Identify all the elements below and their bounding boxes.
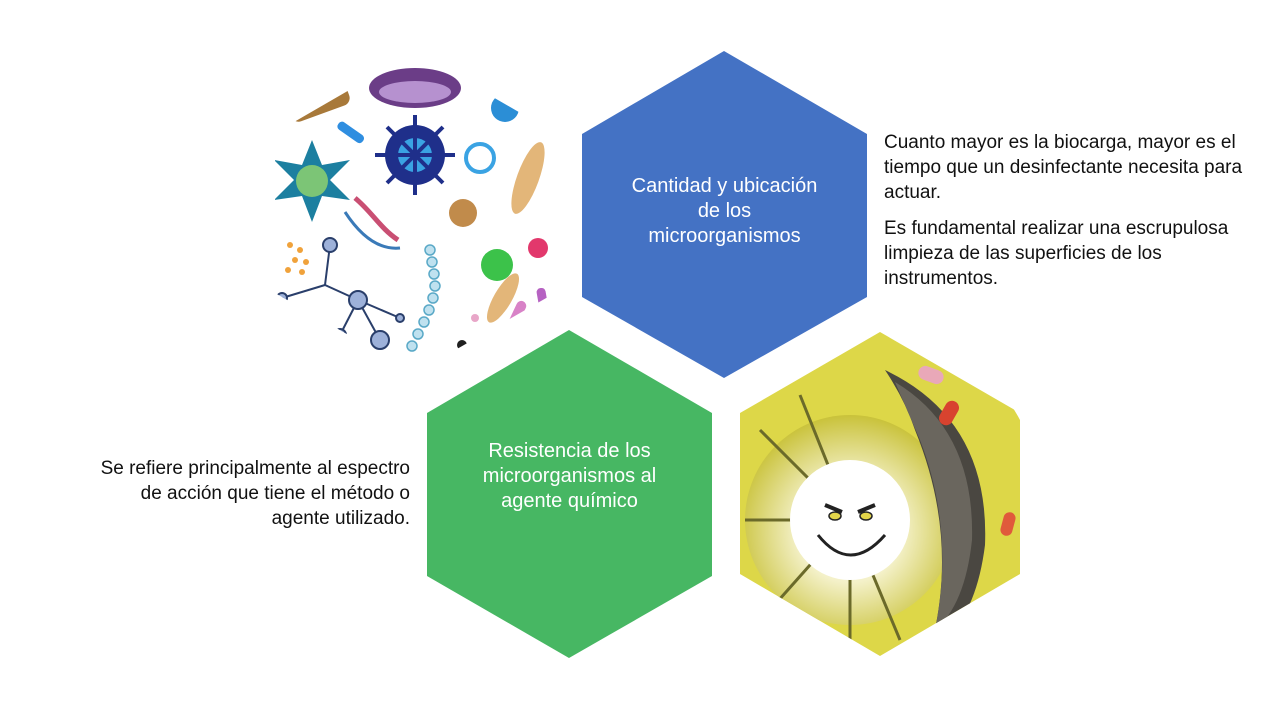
quantity-description-paragraph-2: Es fundamental realizar una escrupulosa … (884, 218, 1229, 289)
germ-cartoon-image (740, 332, 1020, 656)
hexagon-quantity (582, 51, 867, 378)
microorganisms-image (275, 52, 555, 373)
quantity-description: Cuanto mayor es la biocarga, mayor es el… (884, 130, 1244, 302)
hexagon-resistance (427, 330, 712, 658)
resistance-description: Se refiere principalmente al espectro de… (100, 458, 410, 529)
hexagon-quantity-label: Cantidad y ubicación de los microorganis… (631, 175, 818, 247)
hexagon-resistance-label: Resistencia de los microorganismos al ag… (482, 440, 657, 512)
quantity-description-paragraph-1: Cuanto mayor es la biocarga, mayor es el… (884, 132, 1243, 203)
